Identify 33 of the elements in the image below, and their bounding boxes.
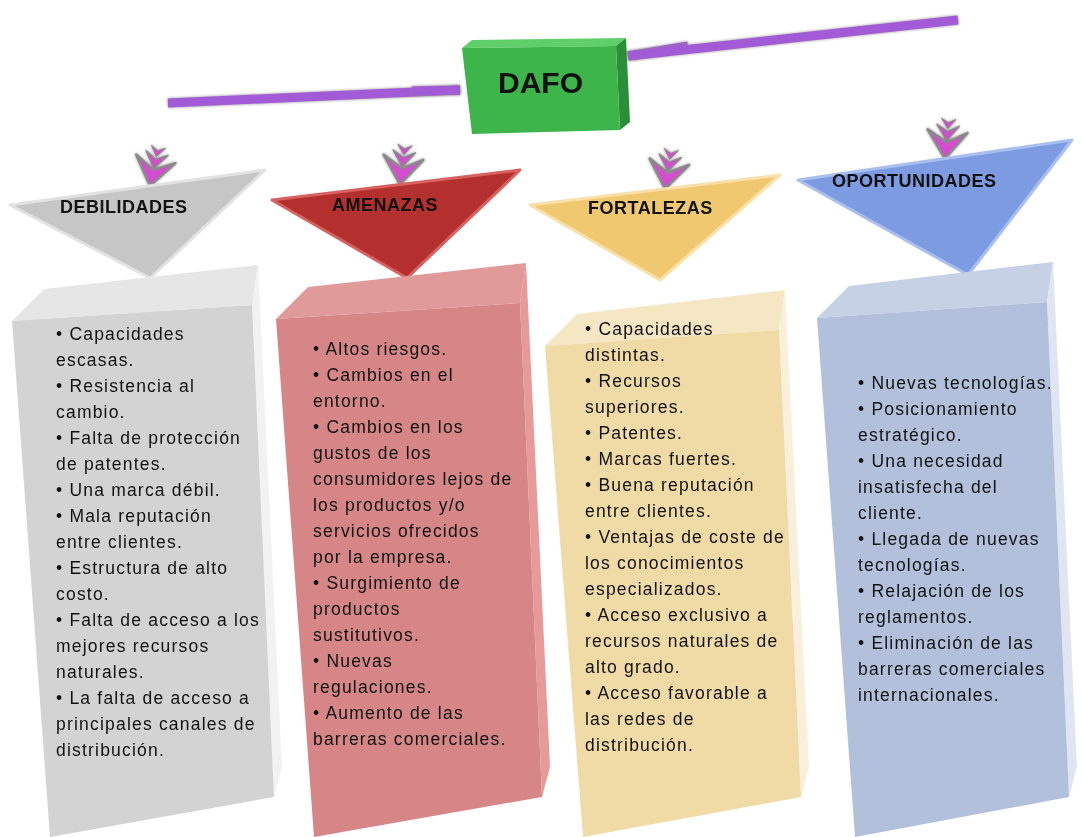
bullet-item: • Recursos superiores. xyxy=(585,370,686,419)
bullet-item: • Cambios en los gustos de los consumidores lejos de los productos y/o servicios ofrecidos por la empresa. xyxy=(313,416,513,569)
title-text: DAFO xyxy=(498,66,583,100)
bullet-item: • Falta de acceso a los mejores recursos naturales. xyxy=(56,609,261,684)
bullet-item: • Aumento de las barreras comerciales. xyxy=(313,702,508,751)
bullet-item: • Patentes. xyxy=(585,422,685,445)
bullet-item: • Falta de protección de patentes. xyxy=(56,427,243,476)
bullet-item: • Una necesidad insatisfecha del cliente. xyxy=(858,450,1005,525)
category-heading: AMENAZAS xyxy=(332,195,438,216)
bullet-item: • Capacidades distintas. xyxy=(585,318,715,367)
bullet-item: • Acceso favorable a las redes de distribución. xyxy=(585,682,769,757)
bullet-item: • Buena reputación entre clientes. xyxy=(585,474,756,523)
bullet-item: • Cambios en el entorno. xyxy=(313,364,455,413)
bullet-item: • Surgimiento de productos sustitutivos. xyxy=(313,572,462,647)
bullet-item: • Acceso exclusivo a recursos naturales de alto grado. xyxy=(585,604,780,679)
bullet-item: • Resistencia al cambio. xyxy=(56,375,197,424)
bullet-item: • Llegada de nuevas tecnologías. xyxy=(858,528,1041,577)
bullet-item: • Una marca débil. xyxy=(56,479,222,502)
bullet-item: • Posicionamiento estratégico. xyxy=(858,398,1019,447)
bullet-item: • La falta de acceso a principales canales de distribución. xyxy=(56,687,257,762)
bullet-item: • Nuevas tecnologías. xyxy=(858,372,1054,395)
bullet-item: • Nuevas regulaciones. xyxy=(313,650,434,699)
bullet-item: • Ventajas de coste de los conocimientos especializados. xyxy=(585,526,785,601)
bullet-item: • Eliminación de las barreras comerciales internacionales. xyxy=(858,632,1047,707)
bullet-item: • Marcas fuertes. xyxy=(585,448,738,471)
bullet-item: • Relajación de los reglamentos. xyxy=(858,580,1027,629)
category-heading: DEBILIDADES xyxy=(60,197,188,218)
category-heading: OPORTUNIDADES xyxy=(832,171,997,192)
bullet-item: • Estructura de alto costo. xyxy=(56,557,230,606)
bullet-item: • Altos riesgos. xyxy=(313,338,449,361)
bullet-item: • Capacidades escasas. xyxy=(56,323,186,372)
category-heading: FORTALEZAS xyxy=(588,198,713,219)
bullet-item: • Mala reputación entre clientes. xyxy=(56,505,213,554)
